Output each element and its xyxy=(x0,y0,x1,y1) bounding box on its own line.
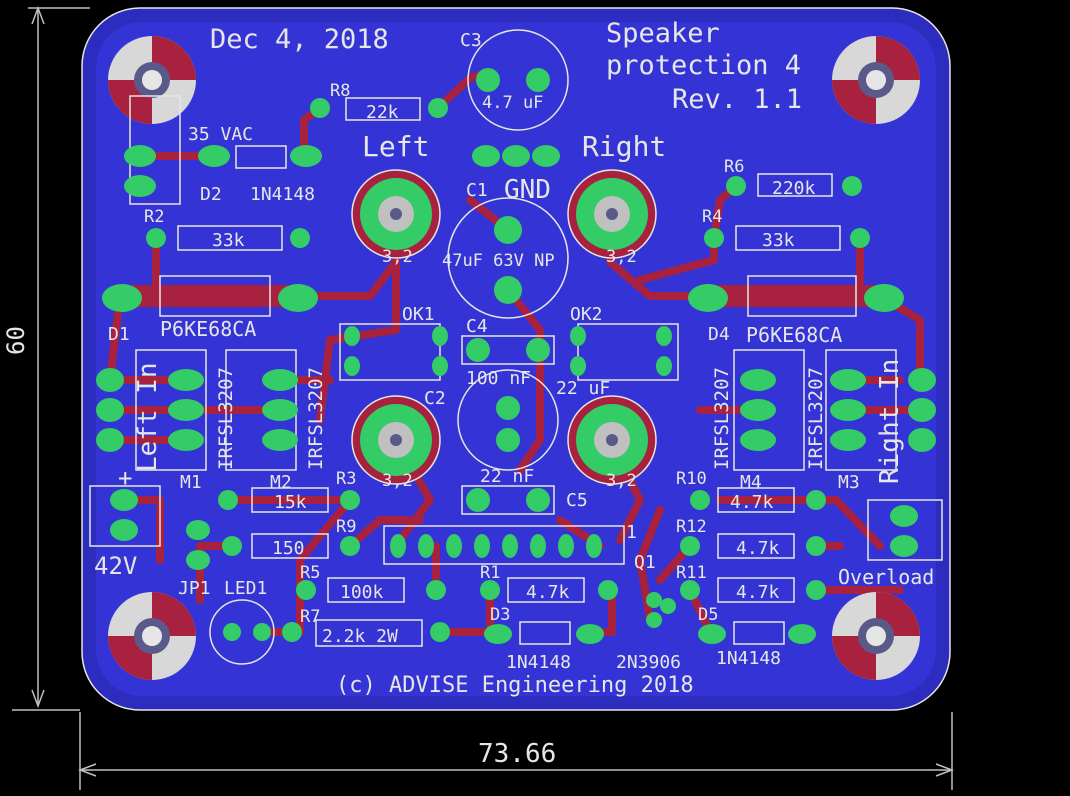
r3-name: R3 xyxy=(336,469,356,489)
label-plus: + xyxy=(118,464,132,492)
height-dimension: 60 xyxy=(2,326,30,355)
d5-name: D5 xyxy=(698,605,718,625)
r2-name: R2 xyxy=(144,207,164,227)
label-right-output: Right xyxy=(582,130,666,163)
r4-name: R4 xyxy=(702,207,722,227)
label-pin1: 1 xyxy=(626,522,637,543)
board-title-1: Speaker xyxy=(606,18,720,49)
c1-name: C1 xyxy=(466,180,488,201)
d1-name: D1 xyxy=(108,324,130,345)
r5-value: 100k xyxy=(340,582,384,603)
r1-value: 4.7k xyxy=(526,582,570,603)
label-42v: 42V xyxy=(94,552,137,580)
jp1-name: JP1 xyxy=(178,578,211,599)
c2-name: C2 xyxy=(424,388,446,409)
d5-value: 1N4148 xyxy=(716,648,781,669)
r10-name: R10 xyxy=(676,469,707,489)
mount4-value: 3,2 xyxy=(606,471,637,491)
ok1-name: OK1 xyxy=(402,304,435,325)
d2-name: D2 xyxy=(200,184,222,205)
r8-value: 22k xyxy=(366,102,399,123)
c5-name: C5 xyxy=(566,490,588,511)
r2-value: 33k xyxy=(212,230,245,251)
r3-value: 15k xyxy=(274,492,307,513)
d1-value: P6KE68CA xyxy=(160,317,256,341)
r8-name: R8 xyxy=(330,81,350,101)
r10-value: 4.7k xyxy=(730,492,774,513)
d2-value: 1N4148 xyxy=(250,184,315,205)
d4-name: D4 xyxy=(708,324,730,345)
c2-value: 22 uF xyxy=(556,378,610,399)
label-right-in: Right In xyxy=(875,359,905,484)
label-gnd: GND xyxy=(504,175,551,205)
label-left-output: Left xyxy=(362,130,429,163)
label-35vac: 35 VAC xyxy=(188,124,253,145)
board-date: Dec 4, 2018 xyxy=(210,24,389,55)
m3-value: IRFSL3207 xyxy=(805,367,827,470)
q1-value: 2N3906 xyxy=(616,652,681,673)
r7-value: 2.2k 2W xyxy=(322,626,398,647)
dimension-lines xyxy=(12,5,955,790)
r12-value: 4.7k xyxy=(736,538,780,559)
r4-value: 33k xyxy=(762,230,795,251)
c3-value: 4.7 uF xyxy=(482,93,543,113)
large-terminals xyxy=(351,169,657,485)
c1-value: 47uF 63V NP xyxy=(442,251,555,271)
resistor-bodies xyxy=(177,97,841,647)
r9-name: R9 xyxy=(336,517,356,537)
r6-value: 220k xyxy=(772,178,816,199)
ok2-name: OK2 xyxy=(570,304,603,325)
silkscreen-text: Dec 4, 2018 Speaker protection 4 Rev. 1.… xyxy=(94,18,934,698)
mount3-value: 3,2 xyxy=(382,471,413,491)
r5-name: R5 xyxy=(300,563,320,583)
r11-name: R11 xyxy=(676,563,707,583)
q1-name: Q1 xyxy=(634,552,656,573)
mounting-holes xyxy=(108,36,920,680)
m4-name: M4 xyxy=(740,472,762,493)
label-left-in: Left In xyxy=(133,362,163,472)
r6-name: R6 xyxy=(724,157,744,177)
m3-name: M3 xyxy=(838,472,860,493)
label-overload: Overload xyxy=(838,565,934,589)
c4-name: C4 xyxy=(466,316,488,337)
r1-name: R1 xyxy=(480,563,500,583)
c5-value: 22 nF xyxy=(480,466,534,487)
r11-value: 4.7k xyxy=(736,582,780,603)
d3-name: D3 xyxy=(490,605,510,625)
m4-value: IRFSL3207 xyxy=(711,367,733,470)
board-title-2: protection 4 xyxy=(606,50,801,81)
r9-value: 150 xyxy=(272,538,305,559)
pads xyxy=(96,68,936,644)
d4-value: P6KE68CA xyxy=(746,323,842,347)
m1-name: M1 xyxy=(180,472,202,493)
c4-value: 100 nF xyxy=(466,368,531,389)
r7-name: R7 xyxy=(300,607,320,627)
led1-name: LED1 xyxy=(224,578,267,599)
mount2-value: 3,2 xyxy=(606,247,637,267)
board-revision: Rev. 1.1 xyxy=(672,84,802,115)
m2-name: M2 xyxy=(270,472,292,493)
c3-name: C3 xyxy=(460,30,482,51)
r12-name: R12 xyxy=(676,517,707,537)
m1-value: IRFSL3207 xyxy=(215,367,237,470)
mount1-value: 3,2 xyxy=(382,247,413,267)
board-copyright: (c) ADVISE Engineering 2018 xyxy=(336,673,694,698)
m2-value: IRFSL3207 xyxy=(305,367,327,470)
d3-value: 1N4148 xyxy=(506,652,571,673)
width-dimension: 73.66 xyxy=(478,739,556,769)
capacitor-outlines xyxy=(89,29,943,665)
